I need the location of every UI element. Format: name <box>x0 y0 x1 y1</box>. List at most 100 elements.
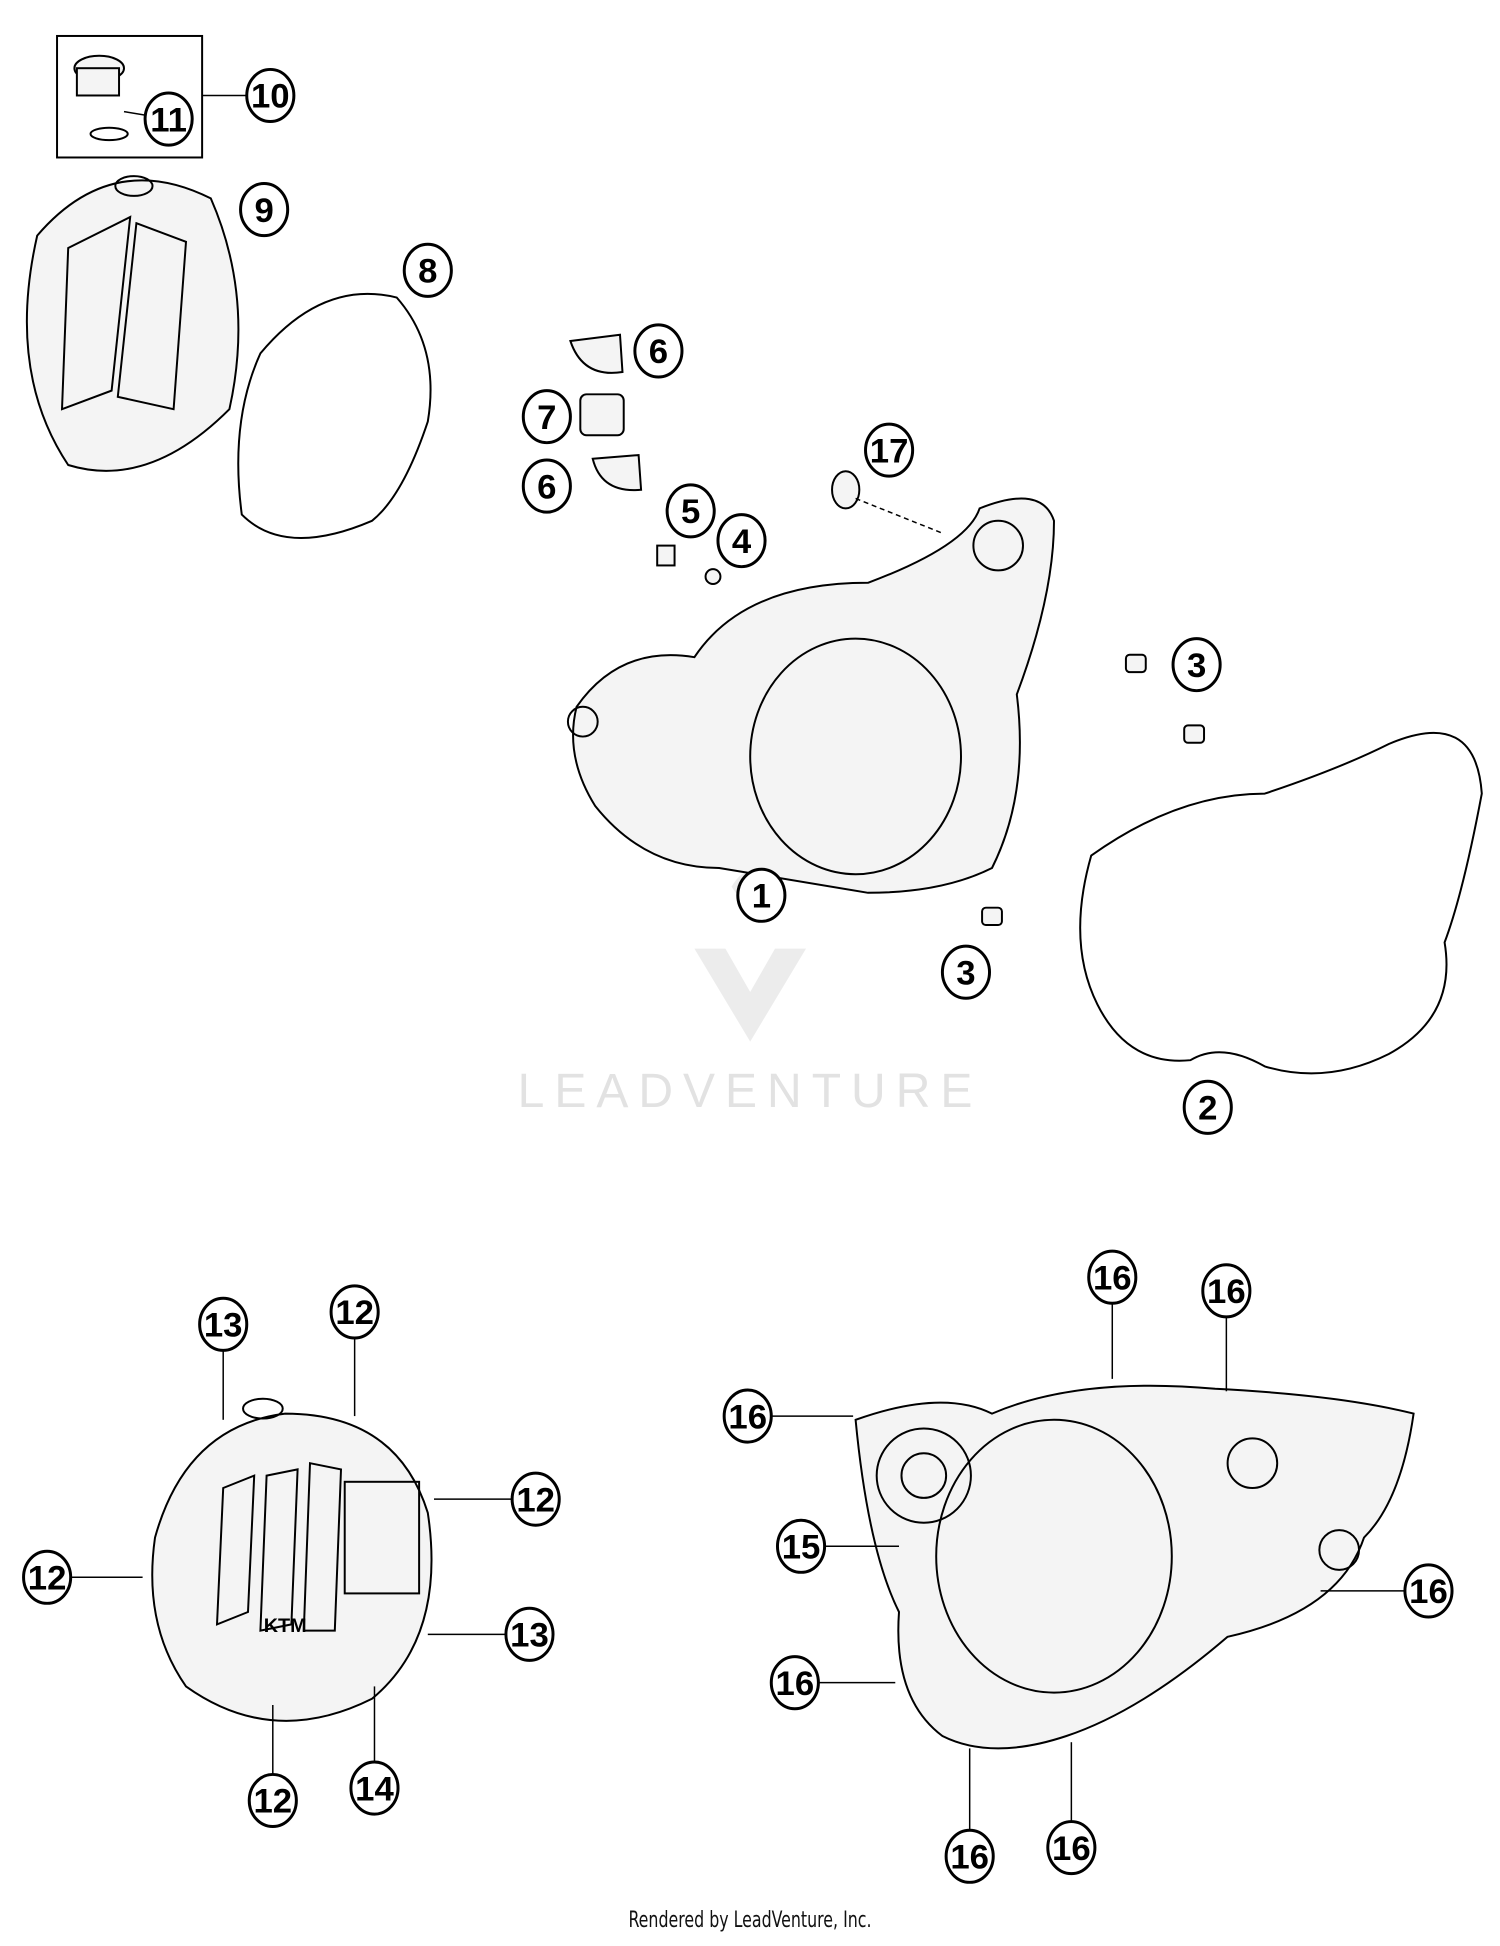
callout-9[interactable]: 9 <box>239 182 290 238</box>
callout-label: 13 <box>510 1617 549 1655</box>
callout-label: 2 <box>1198 1090 1217 1128</box>
callout-14[interactable]: 14 <box>349 1760 400 1816</box>
callout-label: 6 <box>537 468 556 506</box>
callout-circle <box>1171 637 1222 693</box>
callout-circle <box>504 1606 555 1662</box>
callout-label: 5 <box>681 493 700 531</box>
callout-label: 4 <box>732 523 752 561</box>
callout-11[interactable]: 11 <box>143 91 194 147</box>
callout-8[interactable]: 8 <box>402 242 453 298</box>
callout-3[interactable]: 3 <box>1171 637 1222 693</box>
callout-4[interactable]: 4 <box>716 513 767 569</box>
callout-label: 15 <box>782 1529 821 1567</box>
callout-circle <box>736 867 787 923</box>
callout-label: 16 <box>1052 1830 1091 1868</box>
callout-12[interactable]: 12 <box>247 1772 298 1829</box>
callout-label: 12 <box>28 1560 67 1598</box>
o-ring-4 <box>704 568 722 586</box>
callout-16[interactable]: 16 <box>1201 1263 1252 1319</box>
callout-circle <box>521 458 572 514</box>
callout-circle <box>1403 1563 1454 1619</box>
callout-10[interactable]: 10 <box>245 67 296 124</box>
callout-16[interactable]: 16 <box>1087 1249 1138 1305</box>
callout-label: 6 <box>649 333 668 371</box>
callout-16[interactable]: 16 <box>944 1828 995 1884</box>
callout-circle <box>633 323 684 379</box>
callout-circle <box>1087 1249 1138 1305</box>
callout-16[interactable]: 16 <box>1403 1563 1454 1619</box>
callout-16[interactable]: 16 <box>769 1655 820 1711</box>
callout-circle <box>769 1655 820 1711</box>
callout-circle <box>775 1518 827 1574</box>
callout-label: 10 <box>251 78 290 116</box>
callout-7[interactable]: 7 <box>521 389 572 445</box>
callout-circle <box>521 389 572 445</box>
callout-12[interactable]: 12 <box>510 1471 561 1527</box>
clutch-cover <box>25 175 240 472</box>
callout-label: 16 <box>776 1665 815 1703</box>
ignition-cover-gasket <box>1079 731 1483 1075</box>
damper-7 <box>579 393 625 437</box>
callout-3[interactable]: 3 <box>940 944 992 1000</box>
callout-label: 3 <box>956 954 975 992</box>
callout-circle <box>349 1760 400 1816</box>
callout-circle <box>940 944 992 1000</box>
callout-6[interactable]: 6 <box>633 323 684 379</box>
callout-circle <box>239 182 290 238</box>
callout-label: 11 <box>150 101 187 139</box>
callout-6[interactable]: 6 <box>521 458 572 514</box>
callout-circle <box>245 67 296 124</box>
callout-label: 16 <box>1093 1259 1132 1297</box>
oil-filler-cap <box>73 54 129 142</box>
callout-label: 12 <box>253 1783 292 1821</box>
callout-circle <box>722 1388 773 1444</box>
callout-circle <box>402 242 453 298</box>
callout-circle <box>716 513 767 569</box>
callout-label: 8 <box>418 253 437 291</box>
callout-label: 13 <box>204 1307 243 1345</box>
dowel-3c <box>981 906 1003 927</box>
callout-label: 7 <box>537 399 556 437</box>
callout-circle <box>1182 1079 1233 1135</box>
seal-6-lower <box>591 454 643 492</box>
callout-label: 12 <box>516 1481 555 1519</box>
ignition-cover-assembled <box>854 1384 1415 1750</box>
callout-circle <box>1046 1820 1097 1876</box>
ignition-cover-housing <box>566 497 1055 894</box>
callout-circle <box>864 422 915 478</box>
callout-label: 14 <box>355 1770 394 1808</box>
callout-circle <box>510 1471 561 1527</box>
callout-15[interactable]: 15 <box>775 1518 827 1574</box>
callout-circle <box>198 1296 249 1352</box>
callout-1[interactable]: 1 <box>736 867 787 923</box>
callout-label: 16 <box>728 1398 767 1436</box>
callout-circle <box>944 1828 995 1884</box>
callout-label: 16 <box>1207 1273 1246 1311</box>
callout-circle <box>329 1284 380 1340</box>
ktm-logo: KTM <box>264 1615 307 1637</box>
callout-12[interactable]: 12 <box>22 1549 73 1605</box>
callout-13[interactable]: 13 <box>504 1606 555 1662</box>
shaft-seal-17 <box>831 470 861 510</box>
callout-label: 9 <box>254 192 273 230</box>
callout-17[interactable]: 17 <box>864 422 915 478</box>
callout-label: 16 <box>1409 1573 1448 1611</box>
clutch-cover-assembled: KTM <box>151 1397 433 1722</box>
callout-5[interactable]: 5 <box>665 483 716 539</box>
callout-label: 16 <box>950 1839 989 1877</box>
callout-13[interactable]: 13 <box>198 1296 249 1352</box>
callout-16[interactable]: 16 <box>1046 1820 1097 1876</box>
callout-label: 3 <box>1187 647 1206 685</box>
cap-kit-box <box>56 34 204 159</box>
callout-2[interactable]: 2 <box>1182 1079 1233 1135</box>
seal-6-upper <box>569 333 624 374</box>
callout-circle <box>1201 1263 1252 1319</box>
screw-5 <box>656 544 676 567</box>
callout-circle <box>665 483 716 539</box>
callout-label: 12 <box>335 1294 374 1332</box>
dowel-3a <box>1124 653 1147 674</box>
callout-label: 1 <box>752 878 771 916</box>
callout-12[interactable]: 12 <box>329 1284 380 1340</box>
callout-16[interactable]: 16 <box>722 1388 773 1444</box>
